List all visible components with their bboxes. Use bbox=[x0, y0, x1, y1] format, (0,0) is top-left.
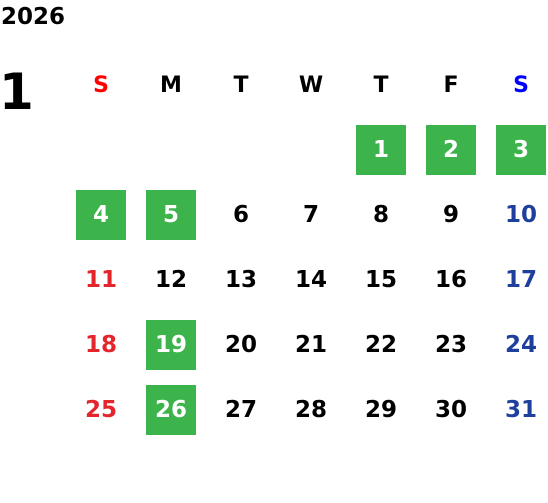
day-cell: 28 bbox=[294, 397, 327, 423]
weekday-tuesday: T bbox=[233, 72, 249, 98]
day-cell: 21 bbox=[294, 332, 327, 358]
year-label: 2026 bbox=[1, 4, 66, 30]
day-cell bbox=[76, 125, 126, 175]
month-number: 1 bbox=[0, 63, 34, 121]
day-cell: 29 bbox=[364, 397, 397, 423]
day-cell: 14 bbox=[294, 267, 327, 293]
day-cell: 11 bbox=[84, 267, 117, 293]
weekday-sunday: S bbox=[93, 72, 109, 98]
day-cell: 7 bbox=[302, 202, 319, 228]
day-cell: 10 bbox=[504, 202, 537, 228]
day-cell: 8 bbox=[372, 202, 389, 228]
day-cell: 6 bbox=[232, 202, 249, 228]
day-cell: 5 bbox=[146, 190, 196, 240]
weekday-saturday: S bbox=[513, 72, 529, 98]
day-cell: 2 bbox=[426, 125, 476, 175]
weekday-monday: M bbox=[160, 72, 182, 98]
day-cell: 24 bbox=[504, 332, 537, 358]
day-cell: 4 bbox=[76, 190, 126, 240]
day-cell: 16 bbox=[434, 267, 467, 293]
day-cell: 1 bbox=[356, 125, 406, 175]
day-cell: 20 bbox=[224, 332, 257, 358]
weekday-thursday: T bbox=[373, 72, 389, 98]
day-cell: 31 bbox=[504, 397, 537, 423]
day-cell: 26 bbox=[146, 385, 196, 435]
day-cell bbox=[146, 125, 196, 175]
day-cell: 9 bbox=[442, 202, 459, 228]
day-cell: 17 bbox=[504, 267, 537, 293]
day-cell: 3 bbox=[496, 125, 546, 175]
day-cell: 23 bbox=[434, 332, 467, 358]
day-cell: 25 bbox=[84, 397, 117, 423]
day-cell: 18 bbox=[84, 332, 117, 358]
day-cell bbox=[286, 125, 336, 175]
day-cell: 12 bbox=[154, 267, 187, 293]
day-cell: 13 bbox=[224, 267, 257, 293]
day-cell: 30 bbox=[434, 397, 467, 423]
day-cell: 19 bbox=[146, 320, 196, 370]
weekday-friday: F bbox=[443, 72, 459, 98]
weekday-wednesday: W bbox=[298, 72, 324, 98]
day-cell: 22 bbox=[364, 332, 397, 358]
day-cell: 15 bbox=[364, 267, 397, 293]
day-cell: 27 bbox=[224, 397, 257, 423]
day-cell bbox=[216, 125, 266, 175]
